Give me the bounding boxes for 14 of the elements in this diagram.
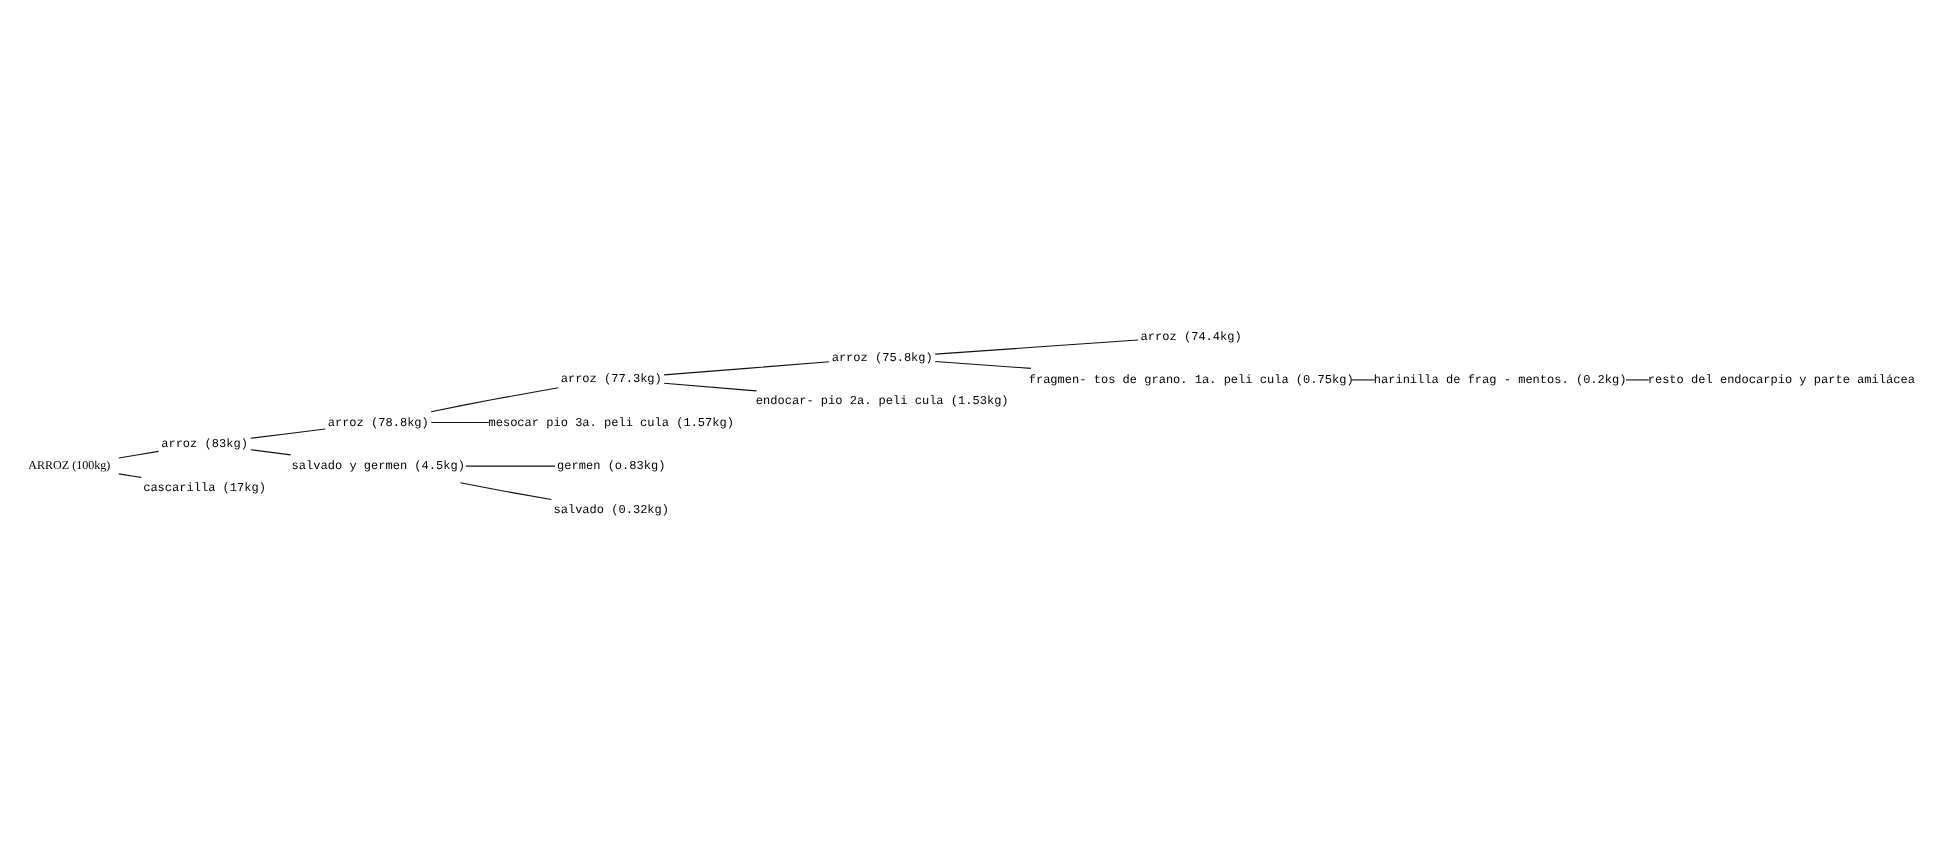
connector — [1625, 378, 1650, 380]
connector — [934, 338, 1139, 354]
connector — [465, 464, 556, 466]
connector — [1350, 378, 1376, 380]
connector — [934, 359, 1032, 368]
connector — [459, 481, 552, 500]
connector — [663, 381, 758, 391]
connector — [430, 386, 559, 412]
connector — [250, 427, 326, 438]
connector — [118, 472, 142, 477]
connector — [118, 449, 160, 458]
connector — [430, 421, 490, 423]
connector — [250, 448, 292, 455]
connector — [663, 360, 830, 375]
